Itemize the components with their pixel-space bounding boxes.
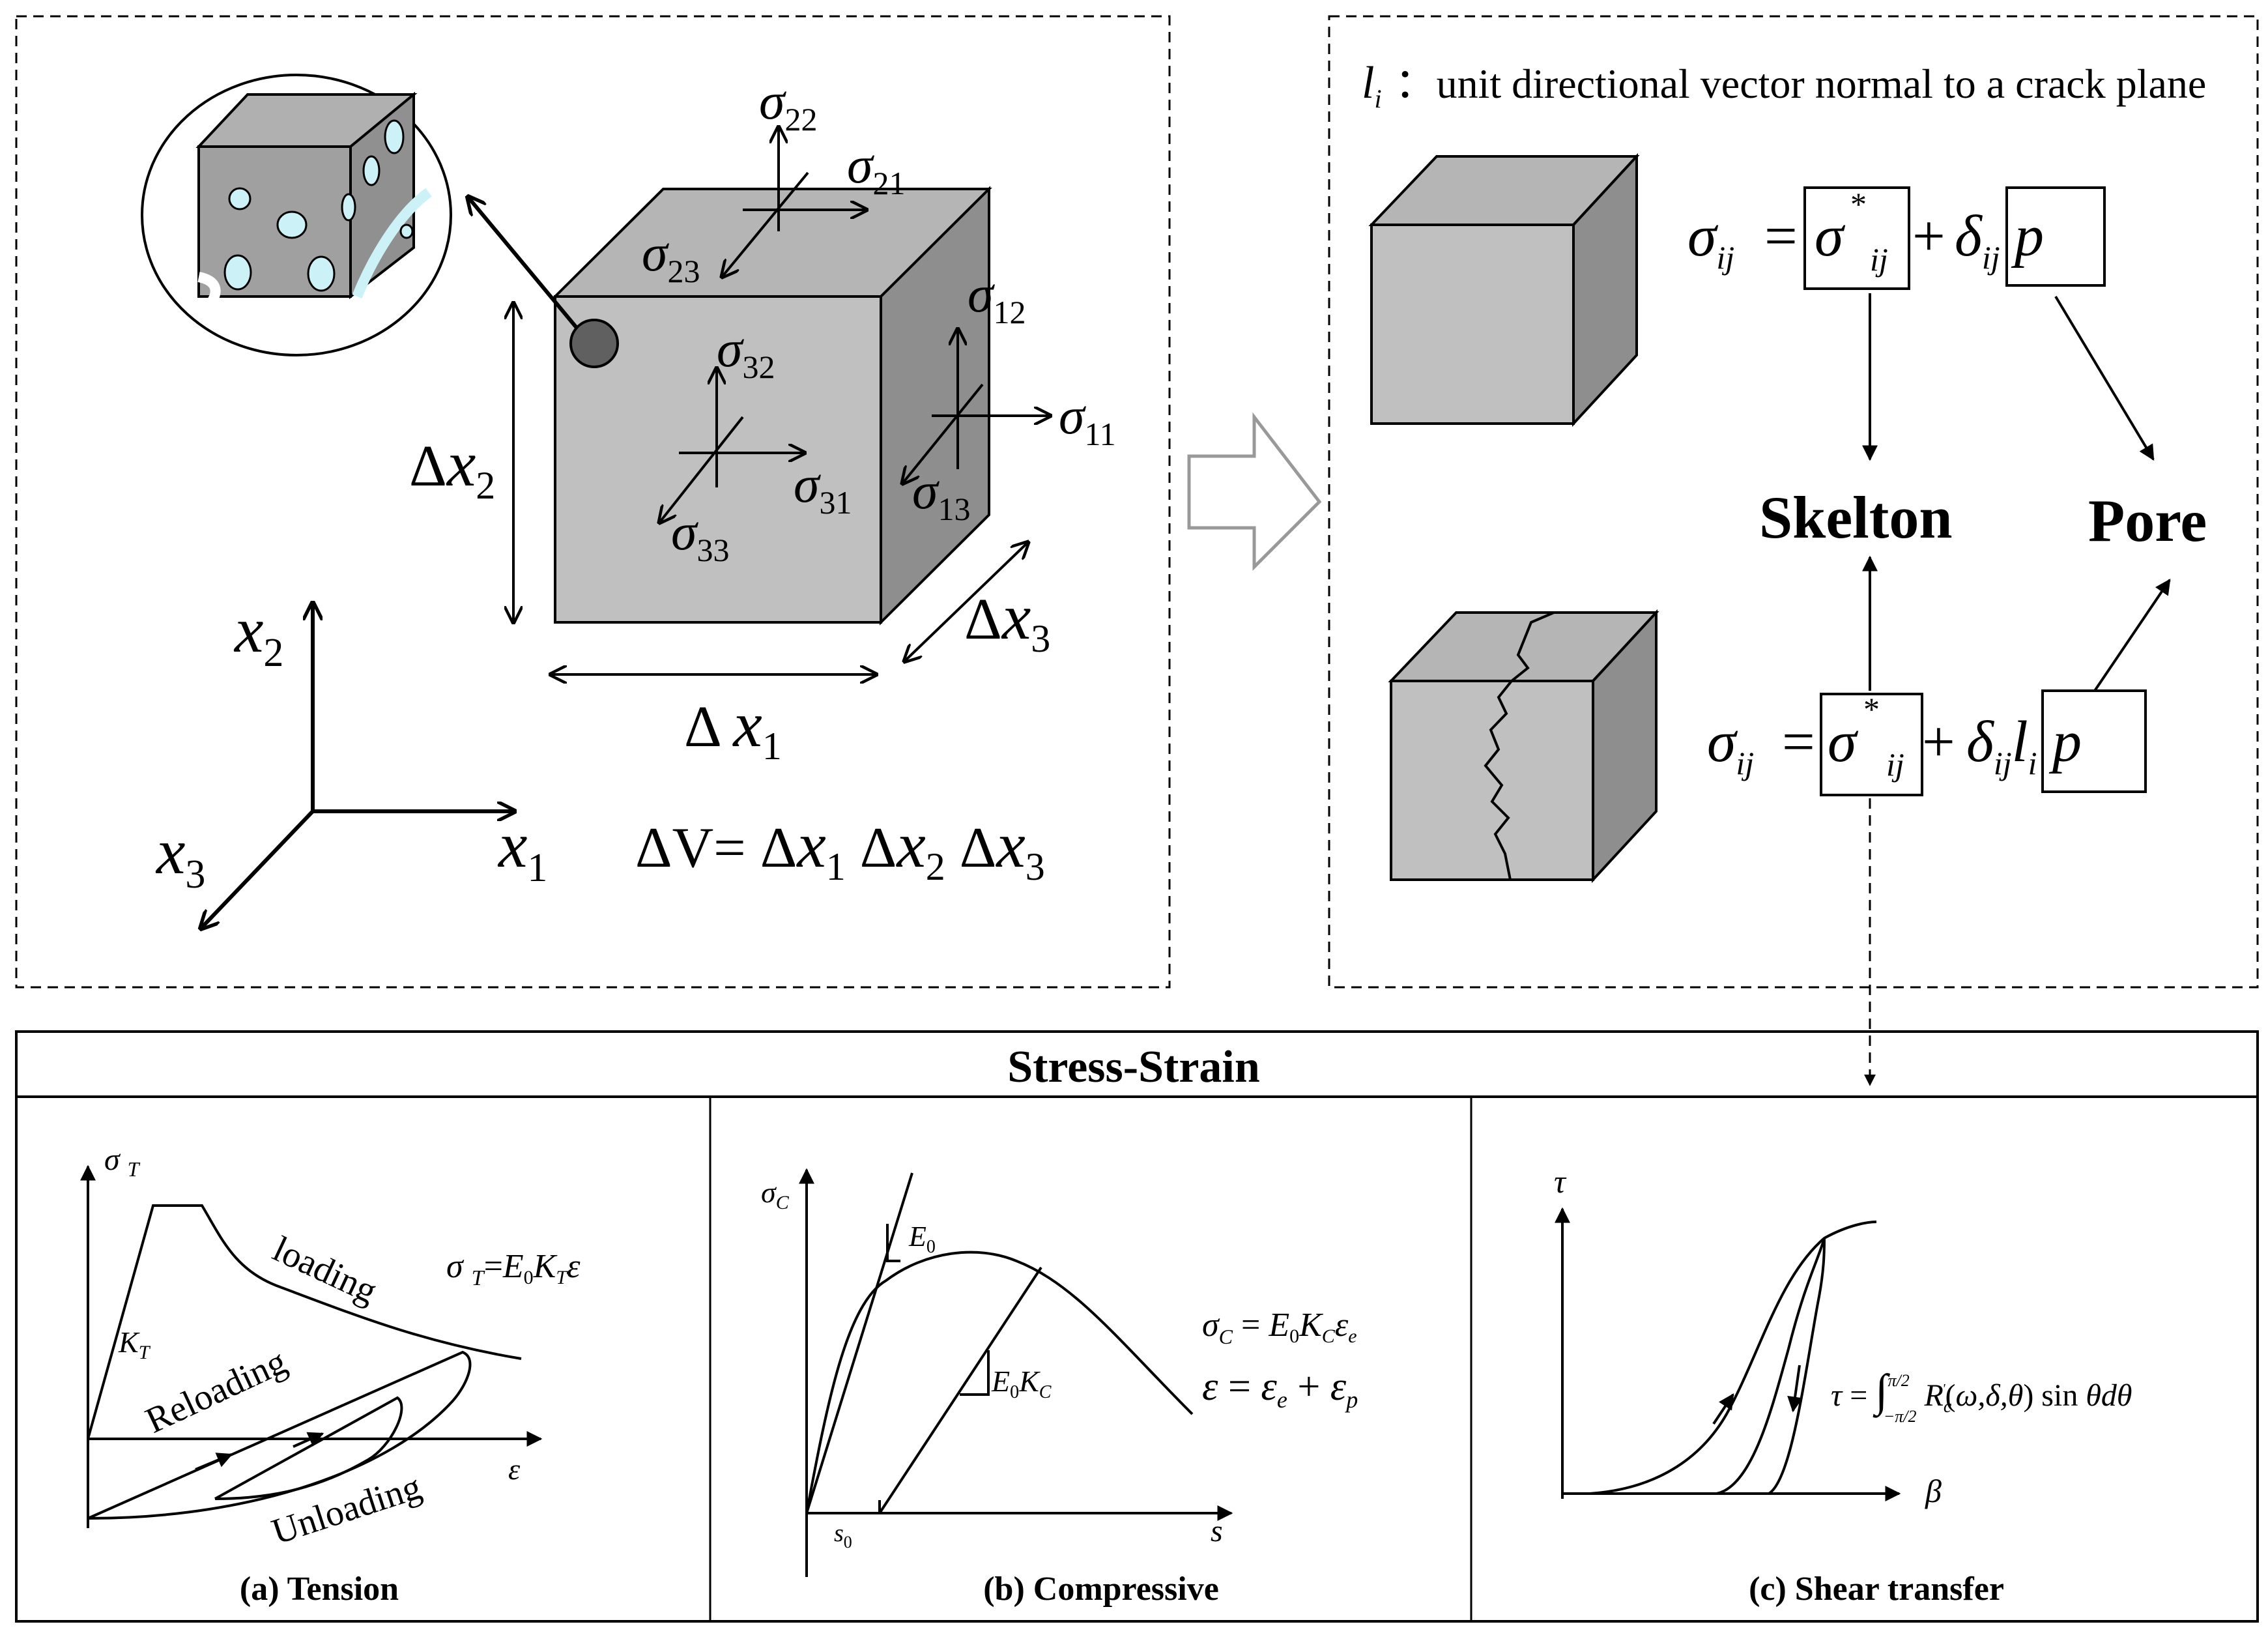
flow-arrows xyxy=(1862,293,2171,1086)
tension-equation: σ T=E0KTε xyxy=(446,1248,581,1290)
sigma-22-label: σ22 xyxy=(759,73,817,137)
svg-text:=: = xyxy=(1764,204,1798,268)
compressive-plot: σC E0 E0KC s s0 σC = E0KCεe ε = εe + εp … xyxy=(761,1168,1358,1608)
tension-ylabel: σ T xyxy=(104,1142,141,1181)
intact-cube xyxy=(1368,152,1640,427)
tension-plot: σ T KT ε σ T=E0KTε loading Reloading Unl… xyxy=(80,1142,581,1608)
dx3-label: Δx3 xyxy=(964,581,1050,660)
dimension-arrows xyxy=(513,303,1028,674)
dx2-label: Δx2 xyxy=(409,427,495,507)
svg-text:*: * xyxy=(1863,691,1880,727)
sigma-11-label: σ11 xyxy=(1059,388,1116,452)
pore-label: Pore xyxy=(2088,487,2207,554)
bottom-panel: Stress-Strain σ T KT ε σ T=E0KTε loading… xyxy=(15,1030,2259,1623)
compressive-equation-2: ε = εe + εp xyxy=(1202,1365,1358,1413)
svg-text:*: * xyxy=(1850,186,1867,222)
axis-labels: x2 x1 x3 xyxy=(155,594,547,897)
compressive-caption: (b) Compressive xyxy=(983,1570,1219,1608)
unloading-label: Unloading xyxy=(267,1466,426,1552)
volume-equation: ΔV= Δx1 Δx2 Δx3 xyxy=(635,809,1045,888)
zoom-source-marker xyxy=(569,319,619,368)
coordinate-axes xyxy=(201,603,515,929)
svg-text:σ: σ xyxy=(1815,204,1846,268)
transition-arrow xyxy=(1187,412,1322,572)
equation-bottom: σij = σ * ij + δijli p xyxy=(1707,689,2147,796)
svg-text:σij: σij xyxy=(1707,710,1754,781)
compressive-xlabel: s xyxy=(1211,1514,1223,1548)
svg-text:δijli: δijli xyxy=(1966,710,2037,781)
svg-text:σij: σij xyxy=(1687,204,1734,276)
svg-text:=: = xyxy=(1782,710,1815,774)
shear-plot: τ β τ = ∫π/2−π/2 Rc'(ω,δ,θ) sin θdθ (c) … xyxy=(1554,1163,2132,1608)
right-panel: li：unit directional vector normal to a c… xyxy=(1328,15,2259,1086)
svg-text:p: p xyxy=(2048,710,2082,774)
sigma-12-label: σ12 xyxy=(968,266,1026,330)
stress-strain-title: Stress-Strain xyxy=(1007,1042,1260,1092)
right-panel-frame xyxy=(1328,15,2259,989)
shear-equation: τ = ∫π/2−π/2 Rc'(ω,δ,θ) sin θdθ xyxy=(1831,1366,2132,1426)
skelton-label: Skelton xyxy=(1759,484,1953,551)
equation-top: σij = σ * ij + δij p xyxy=(1687,186,2106,290)
sigma-21-label: σ21 xyxy=(847,137,905,201)
cracked-cube xyxy=(1388,609,1659,884)
pores xyxy=(223,119,414,292)
svg-text:δij: δij xyxy=(1955,204,2000,276)
stress-arrows xyxy=(659,127,1050,523)
cube-side-face xyxy=(880,186,990,626)
compressive-equation-1: σC = E0KCεe xyxy=(1202,1307,1357,1348)
x1-axis-label: x1 xyxy=(497,809,547,890)
s0-label: s0 xyxy=(834,1520,852,1552)
svg-text:+: + xyxy=(1922,710,1955,774)
shear-xlabel: β xyxy=(1925,1473,1942,1509)
reloading-label: Reloading xyxy=(139,1341,293,1441)
svg-text:p: p xyxy=(2011,204,2044,268)
main-cube xyxy=(552,186,992,626)
compressive-ylabel: σC xyxy=(761,1176,790,1213)
zoom-pointer-arrow xyxy=(468,197,592,345)
dx1-label: Δ x1 xyxy=(684,688,782,768)
svg-text:ij: ij xyxy=(1886,746,1904,783)
tension-caption: (a) Tension xyxy=(240,1570,399,1608)
shear-caption: (c) Shear transfer xyxy=(1749,1570,2004,1608)
x2-axis-label: x2 xyxy=(233,594,283,675)
tension-xlabel: ε xyxy=(508,1453,521,1486)
left-panel-frame xyxy=(15,15,1171,989)
e0-label: E0 xyxy=(908,1221,936,1257)
svg-text:σ: σ xyxy=(1828,710,1859,774)
x3-axis-label: x3 xyxy=(155,815,205,897)
zoom-inset xyxy=(141,74,619,368)
svg-text:ij: ij xyxy=(1870,241,1888,278)
crack-line xyxy=(1484,611,1555,880)
shear-ylabel: τ xyxy=(1554,1163,1567,1200)
left-panel: σ22 σ21 σ23 σ12 σ32 σ11 σ31 σ13 σ33 Δx2 … xyxy=(15,15,1171,989)
li-definition: li：unit directional vector normal to a c… xyxy=(1362,58,2206,113)
bottom-panel-frame xyxy=(15,1030,2259,1623)
svg-text:+: + xyxy=(1912,204,1945,268)
e0kc-label: E0KC xyxy=(991,1365,1052,1402)
kt-label: KT xyxy=(118,1325,151,1363)
loading-label: loading xyxy=(267,1229,383,1312)
chip-mark xyxy=(197,272,221,310)
crack-band xyxy=(352,188,432,298)
